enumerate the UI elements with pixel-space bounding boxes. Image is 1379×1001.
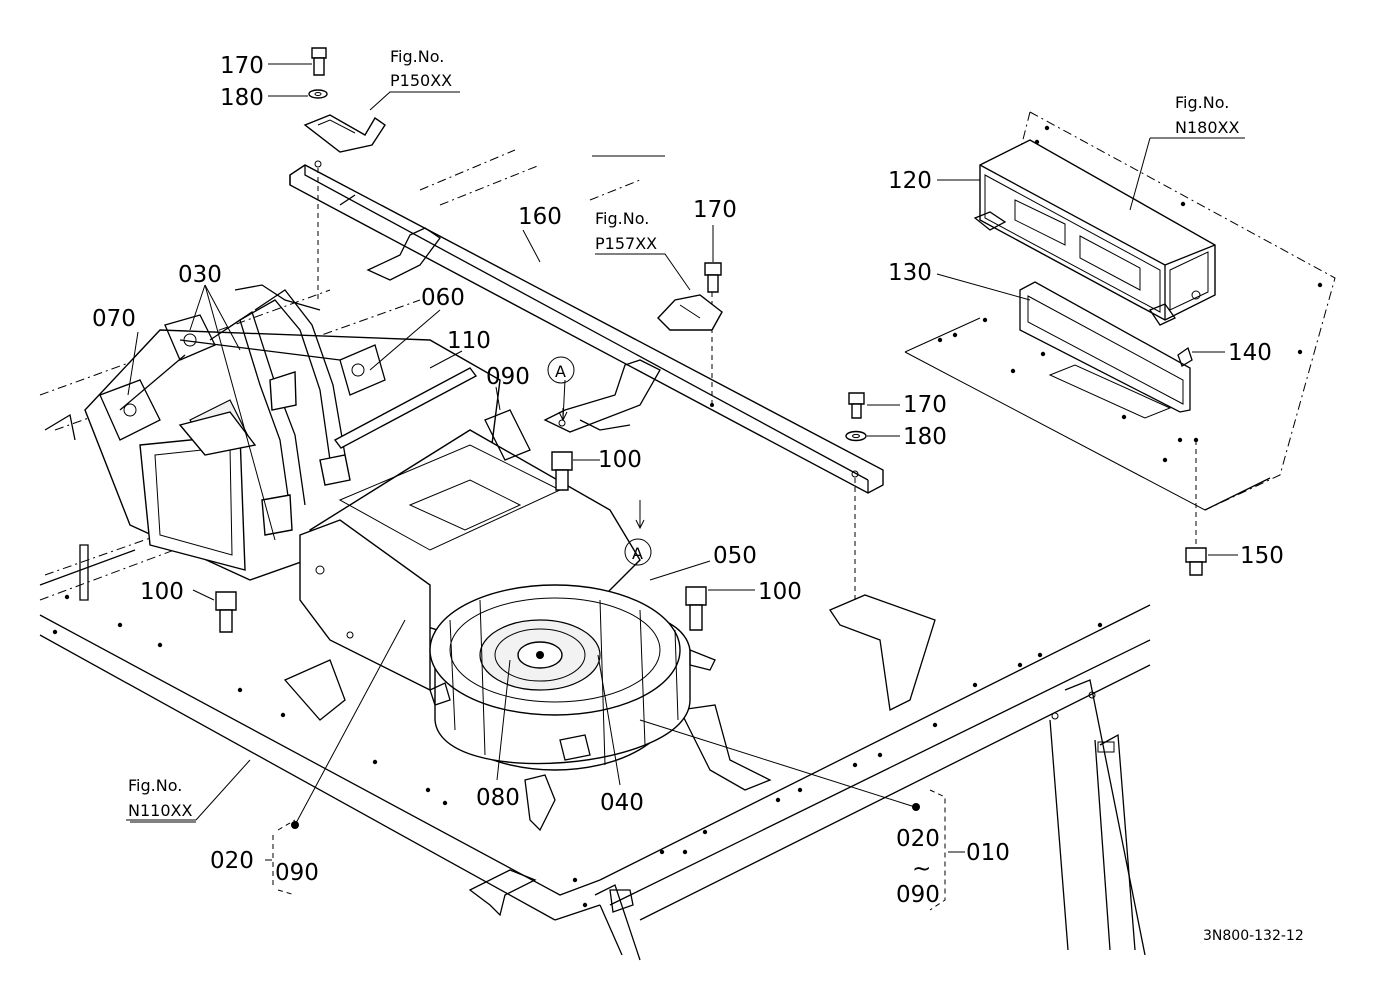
figure-references: Fig.No. P150XX Fig.No. P157XX Fig.No. N1…	[128, 47, 1239, 820]
fig-ref-title: Fig.No.	[128, 776, 182, 795]
floor-frame	[39, 149, 1151, 961]
fig-ref-number: N180XX	[1175, 118, 1239, 137]
callout-040: 040	[600, 790, 644, 816]
callout-110: 110	[447, 328, 491, 354]
callout-020-left: 020	[210, 848, 254, 874]
callout-080: 080	[476, 785, 520, 811]
callout-150: 150	[1240, 543, 1284, 569]
callout-130: 130	[888, 260, 932, 286]
section-mark-circle	[547, 356, 575, 384]
callout-020-right: 020	[896, 826, 940, 852]
callout-100-left: 100	[140, 579, 184, 605]
fig-ref-number: N110XX	[128, 801, 192, 820]
section-marks: A A	[547, 356, 652, 566]
callout-170-mid: 170	[693, 197, 737, 223]
callout-160: 160	[518, 204, 562, 230]
leader-lines	[126, 63, 1245, 911]
callout-050: 050	[713, 543, 757, 569]
section-mark-circle	[624, 538, 652, 566]
section-mark-a-top: A	[555, 362, 566, 381]
callout-100-center: 100	[598, 447, 642, 473]
callout-140: 140	[1228, 340, 1272, 366]
fig-ref-title: Fig.No.	[390, 47, 444, 66]
callout-180-right: 180	[903, 424, 947, 450]
callout-170-right: 170	[903, 392, 947, 418]
callout-120: 120	[888, 168, 932, 194]
bracket-160	[289, 160, 884, 600]
callout-180-top: 180	[220, 85, 264, 111]
fasteners	[215, 47, 867, 633]
fig-ref-title: Fig.No.	[595, 209, 649, 228]
callout-090-left: 090	[275, 860, 319, 886]
callout-030: 030	[178, 262, 222, 288]
callout-060: 060	[421, 285, 465, 311]
blower-fan	[429, 584, 716, 771]
callout-labels: 170 180 160 170 030 060 070 110 090 170 …	[92, 53, 1284, 908]
callout-090: 090	[486, 364, 530, 390]
callout-090-right: 090	[896, 882, 940, 908]
callout-100-right: 100	[758, 579, 802, 605]
range-tilde: ~	[912, 856, 931, 882]
fig-ref-title: Fig.No.	[1175, 93, 1229, 112]
callout-170-top: 170	[220, 53, 264, 79]
callout-010: 010	[966, 840, 1010, 866]
fig-ref-number: P150XX	[390, 71, 452, 90]
section-mark-a-bottom: A	[632, 544, 643, 563]
rear-panel-assembly	[904, 111, 1336, 576]
figure-code: 3N800-132-12	[1203, 928, 1304, 944]
fig-ref-number: P157XX	[595, 234, 657, 253]
callout-070: 070	[92, 306, 136, 332]
